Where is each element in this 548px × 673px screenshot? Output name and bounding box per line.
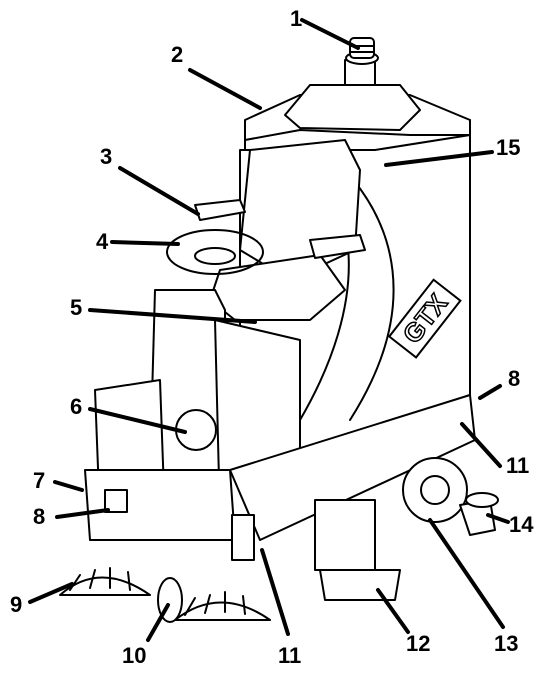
callout-10: 10: [122, 643, 147, 668]
callout-11-rear: 11: [506, 453, 530, 478]
callout-12: 12: [406, 631, 431, 656]
callout-13: 13: [494, 631, 519, 656]
operator-seat: [194, 139, 366, 321]
callout-1: 1: [290, 6, 303, 31]
callout-11-front: 11: [278, 643, 302, 668]
overhead-guard: [244, 84, 471, 301]
callout-6: 6: [70, 394, 83, 419]
callout-15: 15: [496, 135, 521, 160]
steering-wheel: [166, 229, 264, 275]
leader-lines: [28, 18, 510, 642]
callout-5: 5: [70, 295, 83, 320]
beacon-light: [344, 37, 379, 101]
lower-deck: [229, 394, 476, 561]
rear-caster: [459, 492, 499, 536]
side-brush-left: [59, 567, 151, 596]
rear-wheel: [402, 457, 468, 523]
callout-4: 4: [96, 229, 109, 254]
callout-9: 9: [10, 592, 23, 617]
side-brush-right: [174, 591, 271, 621]
squeegee-assembly: [314, 499, 401, 601]
callout-7: 7: [33, 468, 46, 493]
callout-8-rear: 8: [508, 366, 521, 391]
callout-14: 14: [509, 512, 534, 537]
callout-3: 3: [100, 144, 113, 169]
callout-8-front: 8: [33, 504, 46, 529]
callout-2: 2: [171, 42, 184, 67]
